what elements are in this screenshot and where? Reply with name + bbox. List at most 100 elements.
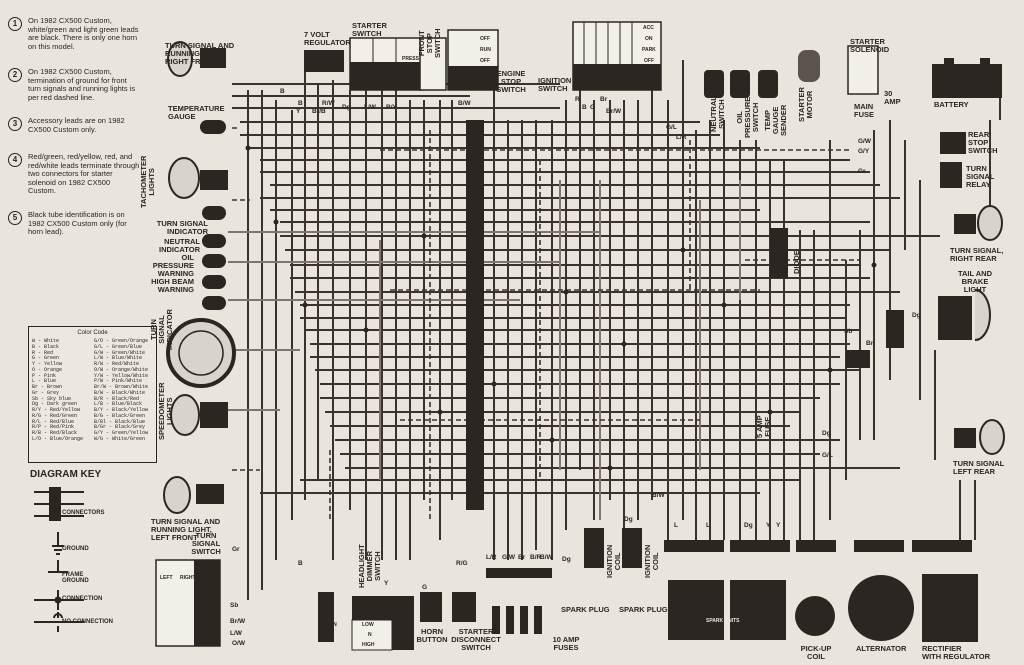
label-ts-indicator-2: TURN SIGNAL INDICATOR (149, 309, 174, 350)
label-spark-plug-1: SPARK PLUG (561, 605, 610, 614)
label-ts-right-rear: TURN SIGNAL, RIGHT REAR (950, 246, 1004, 263)
color-code-row: R/L - Red/Blue (32, 418, 75, 425)
color-code-row: P - Pink (32, 372, 57, 379)
label-tach-lights: TACHOMETER LIGHTS (139, 155, 156, 208)
turn-left-label: LEFT (160, 575, 173, 581)
wire-code-w3: R/W (322, 100, 335, 107)
label-battery: BATTERY (934, 100, 969, 109)
key-connectors: CONNECTORS (62, 510, 105, 516)
label-pickup-coil: PICK-UP COIL (800, 644, 832, 661)
dimmer-high-label: HIGH (362, 642, 375, 648)
label-ts-switch: TURN SIGNAL SWITCH (191, 531, 221, 556)
label-ts-front-right: TURN SIGNAL AND RUNNING LIGHT, RIGHT FRO… (165, 41, 235, 66)
wire-code-w46: Dg (562, 556, 571, 563)
wire-code-w26: G/L (822, 452, 833, 459)
engine-off-label: OFF (480, 36, 490, 42)
starter-press-label: PRESS (402, 56, 419, 62)
color-code-row: R/G - Red/Green (32, 412, 78, 419)
color-code-row: Br/W - Brown/White (94, 384, 149, 390)
key-connection: CONNECTION (62, 596, 103, 602)
wire-code-w12: G (590, 104, 596, 111)
label-ts-relay: TURN SIGNAL RELAY (966, 164, 995, 189)
label-headlight-dimmer: HEADLIGHT DIMMER SWITCH (357, 544, 382, 588)
label-starter-switch: STARTER SWITCH (352, 21, 387, 38)
wire-code-w36: L/W (230, 630, 242, 637)
wire-code-w33: Gr (232, 546, 240, 553)
color-code-row: R - Red (32, 349, 54, 356)
dimmer-low-label: LOW (362, 622, 374, 628)
wire-code-w5: Br/B (312, 108, 326, 115)
label-main-fuse: MAIN FUSE (854, 102, 875, 119)
dimmer-n-label: N (368, 632, 372, 638)
color-code-row: R/B - Red/Black (32, 430, 78, 436)
wire-code-w30: Br (518, 554, 526, 561)
turn-right-label: RIGHT (180, 575, 196, 581)
wire-harness-grey (228, 180, 741, 520)
color-code-row: B/Bl - Black/Blue (94, 418, 146, 425)
label-temp-sender: TEMP GAUGE SENDER (763, 104, 788, 136)
color-code-row: G/O - Green/Orange (94, 338, 149, 344)
wire-code-w11: B (582, 104, 587, 111)
color-code-row: B/G - Black/Green (94, 412, 146, 419)
wire-code-w10: R (575, 96, 580, 103)
key-ground: GROUND (62, 546, 89, 552)
color-code-row: Y/W - Yellow/White (94, 372, 149, 379)
wire-code-w2: B (298, 100, 303, 107)
color-code-row: Sb - Sky blue (32, 395, 72, 402)
wire-code-w6: Dg (342, 104, 351, 111)
color-code-row: Y - Yellow (32, 361, 63, 367)
label-diode: DIODE (792, 250, 801, 274)
color-code-row: Br - Brown (32, 384, 63, 390)
label-front-stop: FRONT STOP SWITCH (417, 28, 442, 58)
label-starter-motor: STARTER MOTOR (797, 87, 814, 122)
label-ignition-coil-1: IGNITION COIL (605, 544, 622, 578)
label-engine-stop: ENGINE STOP SWITCH (496, 69, 526, 94)
wire-code-w32: B/W (540, 554, 553, 561)
connection-dots (245, 145, 877, 471)
wire-code-w17: G/W (858, 138, 871, 145)
color-code-row: O/W - Orange/White (94, 366, 149, 373)
wire-code-w44: Y (776, 522, 781, 529)
wire-code-w20: Sb (844, 328, 853, 335)
wire-code-w40: L (674, 522, 678, 529)
label-regulator: 7 VOLT REGULATOR (304, 30, 351, 47)
label-rectifier: RECTIFIER WITH REGULATOR (922, 644, 991, 661)
ign-on-label: ON (645, 36, 653, 42)
label-ignition-coil-2: IGNITION COIL (643, 544, 660, 578)
color-code-row: B/Gr - Black/Grey (94, 424, 146, 431)
wire-code-w48: B (298, 560, 303, 567)
color-code-row: G/Y - Green/Yellow (94, 430, 149, 436)
color-code-row: L/W - Blue/White (94, 355, 143, 362)
wire-code-w34: Sb (230, 602, 239, 609)
wire-code-w8: R/Y (386, 104, 397, 111)
horn-label: HORN (322, 622, 337, 628)
label-spark-units: SPARK UNITS (706, 618, 740, 624)
color-code-row: W - White (32, 338, 60, 344)
color-code-row: R/P - Red/Pink (32, 424, 75, 431)
wire-code-w15: G/L (666, 124, 677, 131)
label-30-amp: 30 AMP (884, 89, 901, 106)
color-code-row: R/W - Red/White (94, 361, 140, 367)
label-starter-disconnect: STARTER DISCONNECT SWITCH (451, 627, 501, 652)
label-speedo-lights: SPEEDOMETER LIGHTS (157, 382, 174, 440)
wire-code-w1: B (280, 88, 285, 95)
wire-code-w47: Dg (624, 516, 633, 523)
wire-code-w23: G/Y (848, 352, 860, 359)
wire-code-w42: Dg (744, 522, 753, 529)
color-code-row: G/W - Green/White (94, 349, 146, 356)
color-code-row: L/B - Blue/Black (94, 401, 143, 408)
bottom-components (155, 528, 978, 651)
wire-code-w31: B/R (530, 554, 542, 561)
key-symbols (34, 487, 84, 632)
label-ts-indicator: TURN SIGNAL INDICATOR (156, 219, 208, 236)
label-neutral-switch: NEUTRAL SWITCH (709, 96, 726, 132)
label-rear-stop: REAR STOP SWITCH (968, 130, 998, 155)
label-temp-gauge: TEMPERATURE GAUGE (168, 104, 225, 121)
wire-code-w19: Gr (858, 168, 866, 175)
